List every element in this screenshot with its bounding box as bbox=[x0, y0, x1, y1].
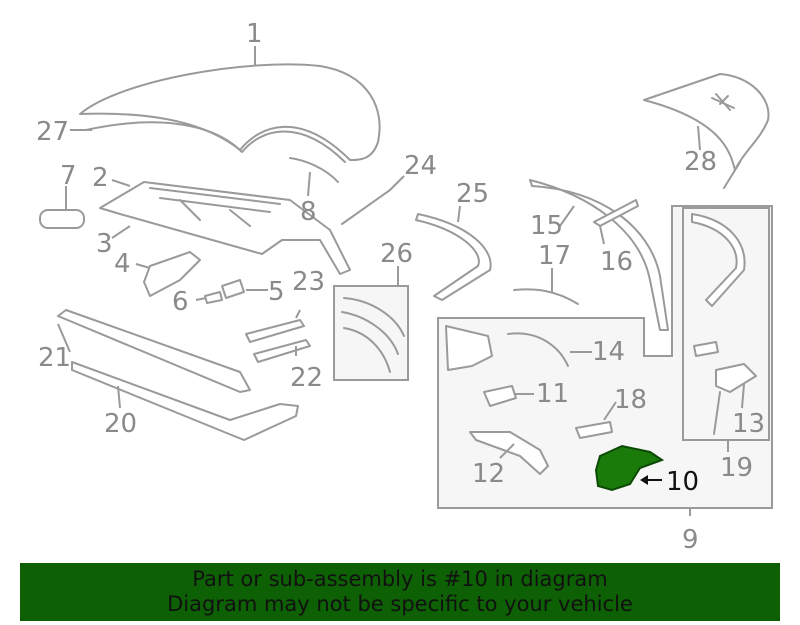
part-5-clip bbox=[221, 279, 245, 299]
frame-holes bbox=[149, 187, 281, 227]
part-12-link bbox=[469, 431, 549, 475]
callout-26: 26 bbox=[380, 239, 413, 269]
part-4-bracket bbox=[143, 251, 201, 297]
box-19 bbox=[682, 207, 770, 441]
callout-17: 17 bbox=[538, 241, 571, 271]
part-28-rear-window bbox=[643, 73, 770, 171]
part-26-seals bbox=[341, 297, 405, 373]
rear-window-strap bbox=[723, 161, 741, 189]
banner-line-2: Diagram may not be specific to your vehi… bbox=[167, 592, 633, 616]
callout-14: 14 bbox=[592, 337, 625, 367]
callout-19: 19 bbox=[720, 453, 753, 483]
callout-18: 18 bbox=[614, 385, 647, 415]
part-19-seal bbox=[691, 213, 746, 307]
callout-7: 7 bbox=[60, 161, 77, 191]
part-21-rail bbox=[57, 309, 251, 393]
part-27-top-edge bbox=[85, 121, 346, 163]
part-8-strip bbox=[289, 157, 339, 183]
callout-22: 22 bbox=[290, 363, 323, 393]
callout-21: 21 bbox=[38, 343, 71, 373]
callout-8: 8 bbox=[300, 197, 317, 227]
callout-27: 27 bbox=[36, 117, 69, 147]
callout-1: 1 bbox=[246, 19, 263, 49]
part-14-arm bbox=[507, 332, 569, 367]
part-6-clip bbox=[204, 291, 223, 304]
arrowhead-10 bbox=[640, 475, 648, 485]
part-22-strip bbox=[253, 339, 311, 363]
part-25-rail bbox=[415, 213, 492, 301]
part-7-grommet bbox=[39, 209, 85, 229]
callout-23: 23 bbox=[292, 267, 325, 297]
part-15-bow bbox=[529, 179, 669, 331]
callout-12: 12 bbox=[472, 459, 505, 489]
part-inner-bracket bbox=[445, 325, 493, 371]
callout-16: 16 bbox=[600, 247, 633, 277]
callout-25: 25 bbox=[456, 179, 489, 209]
leader-lines bbox=[57, 46, 745, 516]
part-18-plate bbox=[575, 421, 613, 439]
parts-diagram: 1 27 2 7 3 4 5 6 8 24 25 26 28 15 16 17 … bbox=[36, 19, 773, 555]
rear-window-grid bbox=[711, 93, 735, 111]
info-banner: Part or sub-assembly is #10 in diagram D… bbox=[20, 563, 780, 621]
part-20-rail bbox=[71, 361, 299, 441]
part-1-soft-top bbox=[79, 63, 381, 161]
callout-28: 28 bbox=[684, 147, 717, 177]
callout-10: 10 bbox=[666, 467, 699, 497]
callout-3: 3 bbox=[96, 229, 113, 259]
box-26 bbox=[333, 285, 409, 381]
part-10-highlighted bbox=[594, 444, 665, 492]
part-2-frame bbox=[99, 181, 351, 275]
callout-6: 6 bbox=[172, 287, 189, 317]
callout-5: 5 bbox=[268, 277, 285, 307]
callout-13: 13 bbox=[732, 409, 765, 439]
part-11-hinge bbox=[483, 385, 517, 407]
callout-11: 11 bbox=[536, 379, 569, 409]
callout-4: 4 bbox=[114, 249, 131, 279]
callout-9: 9 bbox=[682, 525, 699, 555]
callout-15: 15 bbox=[530, 211, 563, 241]
part-16-bracket bbox=[593, 199, 639, 227]
part-23-strip bbox=[245, 319, 305, 343]
part-19-clip bbox=[693, 341, 719, 357]
callout-24: 24 bbox=[404, 151, 437, 181]
callout-20: 20 bbox=[104, 409, 137, 439]
callout-2: 2 bbox=[92, 163, 109, 193]
part-17-cable bbox=[513, 288, 579, 305]
banner-line-1: Part or sub-assembly is #10 in diagram bbox=[192, 567, 608, 591]
part-13-rod bbox=[713, 391, 721, 435]
part-24-rail bbox=[341, 189, 391, 225]
